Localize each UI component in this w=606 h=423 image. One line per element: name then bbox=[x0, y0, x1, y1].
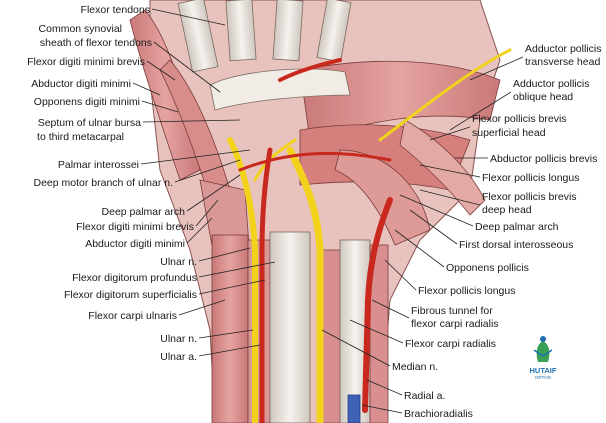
label-ulnar-a: Ulnar a. bbox=[160, 351, 197, 363]
watermark-brand: HUTAIF bbox=[530, 366, 557, 375]
label-deep-palmar-arch-right: Deep palmar arch bbox=[475, 221, 559, 233]
label-septum: Septum of ulnar bursa bbox=[38, 117, 141, 129]
label-add-poll-trans-2: transverse head bbox=[525, 56, 600, 68]
label-fdp: Flexor digitorum profundus bbox=[72, 272, 197, 284]
label-add-poll-obl: Adductor pollicis bbox=[513, 78, 589, 90]
label-first-dorsal-interosseous: First dorsal interosseous bbox=[459, 239, 573, 251]
forearm-structures bbox=[211, 231, 389, 423]
label-common-synovial-2: sheath of flexor tendons bbox=[40, 37, 152, 49]
label-fcr: Flexor carpi radialis bbox=[405, 338, 496, 350]
label-add-poll-obl-2: oblique head bbox=[513, 91, 573, 103]
finger-tendons bbox=[177, 0, 352, 73]
left-labels: Flexor tendons Common synovial sheath of… bbox=[27, 4, 276, 363]
label-fpl-bottom: Flexor pollicis longus bbox=[418, 285, 515, 297]
label-fpb-sup: Flexor pollicis brevis bbox=[472, 113, 567, 125]
right-labels: Adductor pollicis transverse head Adduct… bbox=[321, 43, 601, 420]
label-radial-a: Radial a. bbox=[404, 390, 445, 402]
label-opponens-dm: Opponens digiti minimi bbox=[34, 96, 140, 108]
label-fdmb-bottom: Flexor digiti minimi brevis bbox=[76, 221, 194, 233]
label-fibrous-tunnel-2: flexor carpi radialis bbox=[411, 318, 499, 330]
label-abductor-dm-bottom: Abductor digiti minimi bbox=[85, 238, 185, 250]
thenar-muscles bbox=[299, 60, 501, 246]
label-fdmb-top: Flexor digiti minimi brevis bbox=[27, 56, 145, 68]
label-median-n: Median n. bbox=[392, 361, 438, 373]
label-common-synovial: Common synovial bbox=[39, 23, 122, 35]
label-opponens-pollicis: Opponens pollicis bbox=[446, 262, 529, 274]
label-ulnar-n-2: Ulnar n. bbox=[160, 333, 197, 345]
nerves bbox=[227, 48, 512, 423]
arteries bbox=[238, 58, 393, 423]
label-fds: Flexor digitorum superficialis bbox=[64, 289, 197, 301]
label-flexor-tendons: Flexor tendons bbox=[81, 4, 150, 16]
label-ulnar-n-1: Ulnar n. bbox=[160, 256, 197, 268]
label-fcu: Flexor carpi ulnaris bbox=[88, 310, 177, 322]
label-brachioradialis: Brachioradialis bbox=[404, 408, 473, 420]
label-add-poll-trans: Adductor pollicis bbox=[525, 43, 601, 55]
label-deep-palmar-arch-left: Deep palmar arch bbox=[102, 206, 186, 218]
label-fpb-deep-2: deep head bbox=[482, 204, 532, 216]
label-apb: Abductor pollicis brevis bbox=[490, 153, 597, 165]
label-fibrous-tunnel: Fibrous tunnel for bbox=[411, 305, 493, 317]
logo-figure-icon bbox=[536, 341, 550, 362]
label-fpb-sup-2: superficial head bbox=[472, 127, 546, 139]
synovial-sheath bbox=[209, 68, 351, 111]
watermark-logo: HUTAIF ORTHO bbox=[530, 336, 557, 380]
watermark-sub: ORTHO bbox=[535, 375, 552, 380]
label-palmar-interossei: Palmar interossei bbox=[58, 159, 139, 171]
label-septum-2: to third metacarpal bbox=[37, 131, 124, 143]
vein bbox=[347, 394, 361, 423]
label-fpb-deep: Flexor pollicis brevis bbox=[482, 191, 577, 203]
label-abductor-dm-top: Abductor digiti minimi bbox=[31, 78, 131, 90]
label-deep-motor-branch: Deep motor branch of ulnar n. bbox=[34, 177, 174, 189]
label-fpl-top: Flexor pollicis longus bbox=[482, 172, 579, 184]
